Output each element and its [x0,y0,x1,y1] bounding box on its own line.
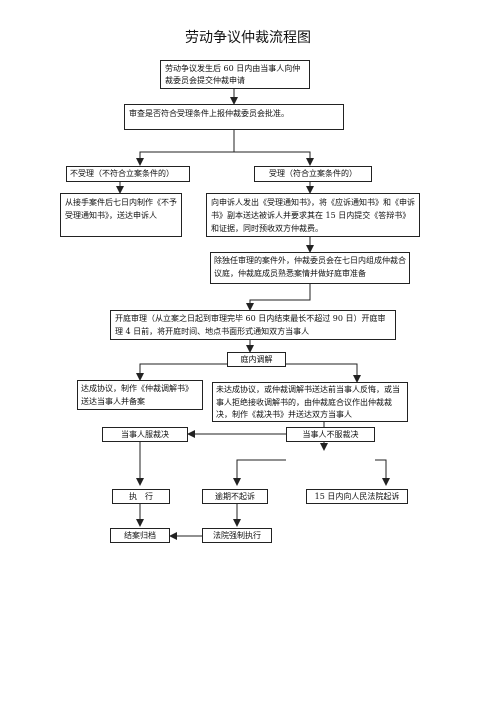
arrow-tribunal-hearing [246,284,311,311]
step-accept-notice: 向申诉人发出《受理通知书》，将《应诉通知书》和《申诉书》副本送达被诉人并要求其在… [206,193,420,237]
arrow-review-accept [234,151,314,166]
step-reject-notice: 从接手案件后七日内制作《不予受理通知书》，送达申诉人 [60,193,182,237]
page-title: 劳动争议仲裁流程图 [185,30,311,46]
step-no-agreement: 未达成协议，或仲裁调解书送达前当事人反悔，或当事人拒绝接收调解书的，由仲裁庭合议… [212,382,408,422]
step-accept: 受理（符合立案条件的） [254,166,372,182]
step-not-comply: 当事人不服裁决 [286,427,375,442]
step-tribunal: 除独任审理的案件外，仲裁委员会在七日内组成仲裁合议庭，仲裁庭成员熟悉案情并做好庭… [210,252,410,284]
step-archive: 结案归档 [110,528,170,543]
step-suit: 15 日内向人民法院起诉 [306,489,408,504]
arrow-mediation-agreement [136,363,227,381]
step-comply: 当事人服裁决 [102,427,188,442]
step-agreement: 达成协议，制作《仲裁调解书》送达当事人并备案 [77,380,203,410]
arrow-mediation-noagreement [286,363,361,383]
arrow-notcomply-branch [233,459,286,486]
step-hearing: 开庭审理（从立案之日起到审理完毕 60 日内结束最长不超过 90 日）开庭审理 … [110,310,396,340]
arrow-notcomply-suit [375,459,390,486]
step-application: 劳动争议发生后 60 日内由当事人向仲裁委员会提交仲裁申请 [160,60,310,89]
arrow-review-branch [136,130,235,166]
step-review: 审查是否符合受理条件上报仲裁委员会批准。 [124,104,344,130]
step-execute: 执 行 [112,489,170,504]
step-reject: 不受理（不符合立案条件的） [66,166,190,182]
step-no-suit: 逾期不起诉 [202,489,268,504]
step-enforce: 法院强制执行 [202,528,272,543]
step-mediation: 庭内调解 [227,352,286,367]
